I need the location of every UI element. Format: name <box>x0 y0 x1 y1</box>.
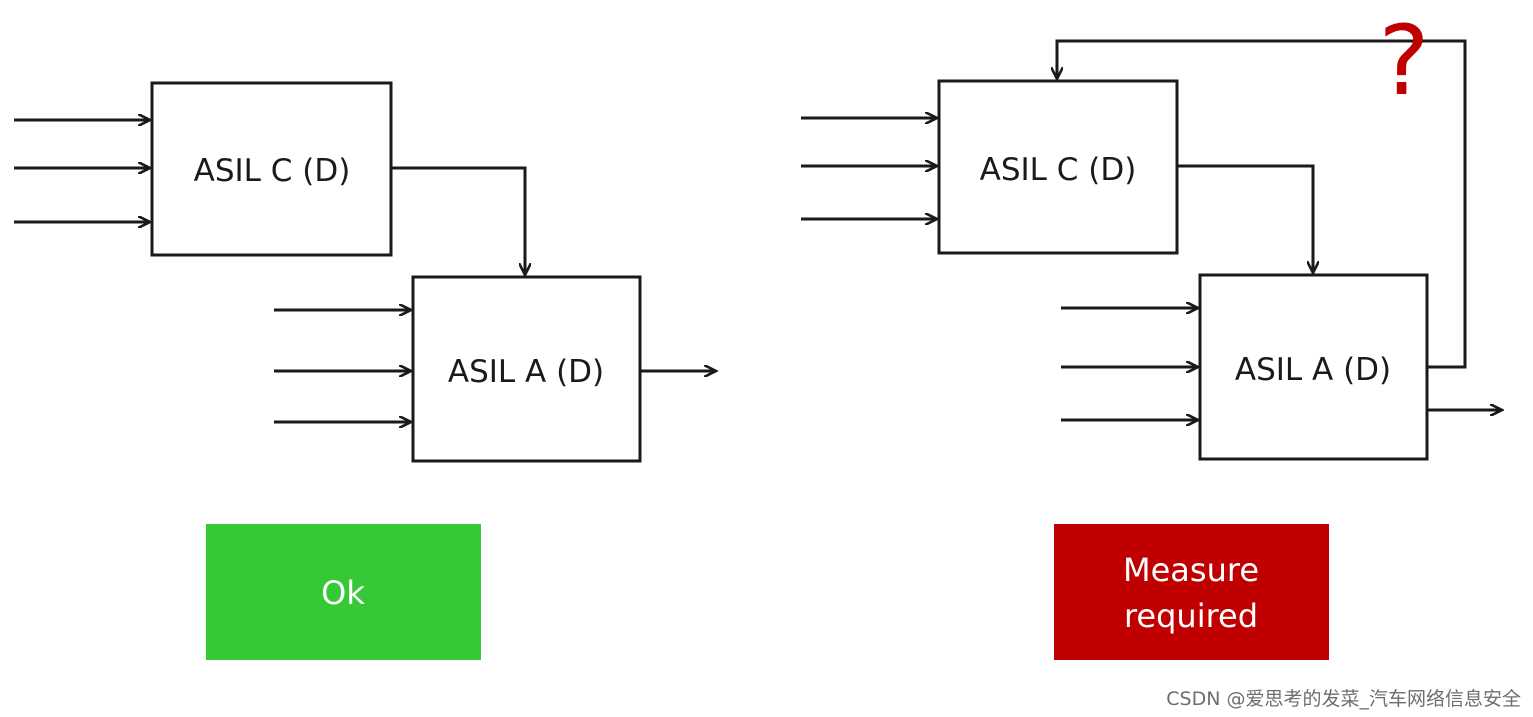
right-connection-arrow <box>1177 164 1313 273</box>
right-diagram: ASIL C (D) ASIL A (D) ? Measure required <box>801 5 1502 660</box>
right-lower-block-label: ASIL A (D) <box>1235 352 1391 388</box>
measure-required-line1: Measure <box>1123 551 1259 589</box>
ok-status-box <box>206 524 481 660</box>
feedback-question-mark: ? <box>1379 5 1430 117</box>
left-upper-block <box>150 81 393 257</box>
right-feedback-loop-arrow <box>1057 39 1467 369</box>
right-upper-block-label: ASIL C (D) <box>980 152 1137 188</box>
ok-status-label: Ok <box>321 574 365 612</box>
right-lower-block <box>1198 273 1429 461</box>
right-upper-block <box>937 79 1179 255</box>
measure-required-status-box <box>1054 524 1329 660</box>
left-lower-block <box>411 275 642 463</box>
left-upper-block-label: ASIL C (D) <box>194 153 351 189</box>
left-connection-arrow <box>391 166 525 275</box>
left-lower-block-label: ASIL A (D) <box>448 354 604 390</box>
left-diagram: ASIL C (D) ASIL A (D) Ok <box>14 81 716 660</box>
measure-required-line2: required <box>1124 597 1258 635</box>
watermark: CSDN @爱思考的发菜_汽车网络信息安全 <box>1166 688 1521 710</box>
